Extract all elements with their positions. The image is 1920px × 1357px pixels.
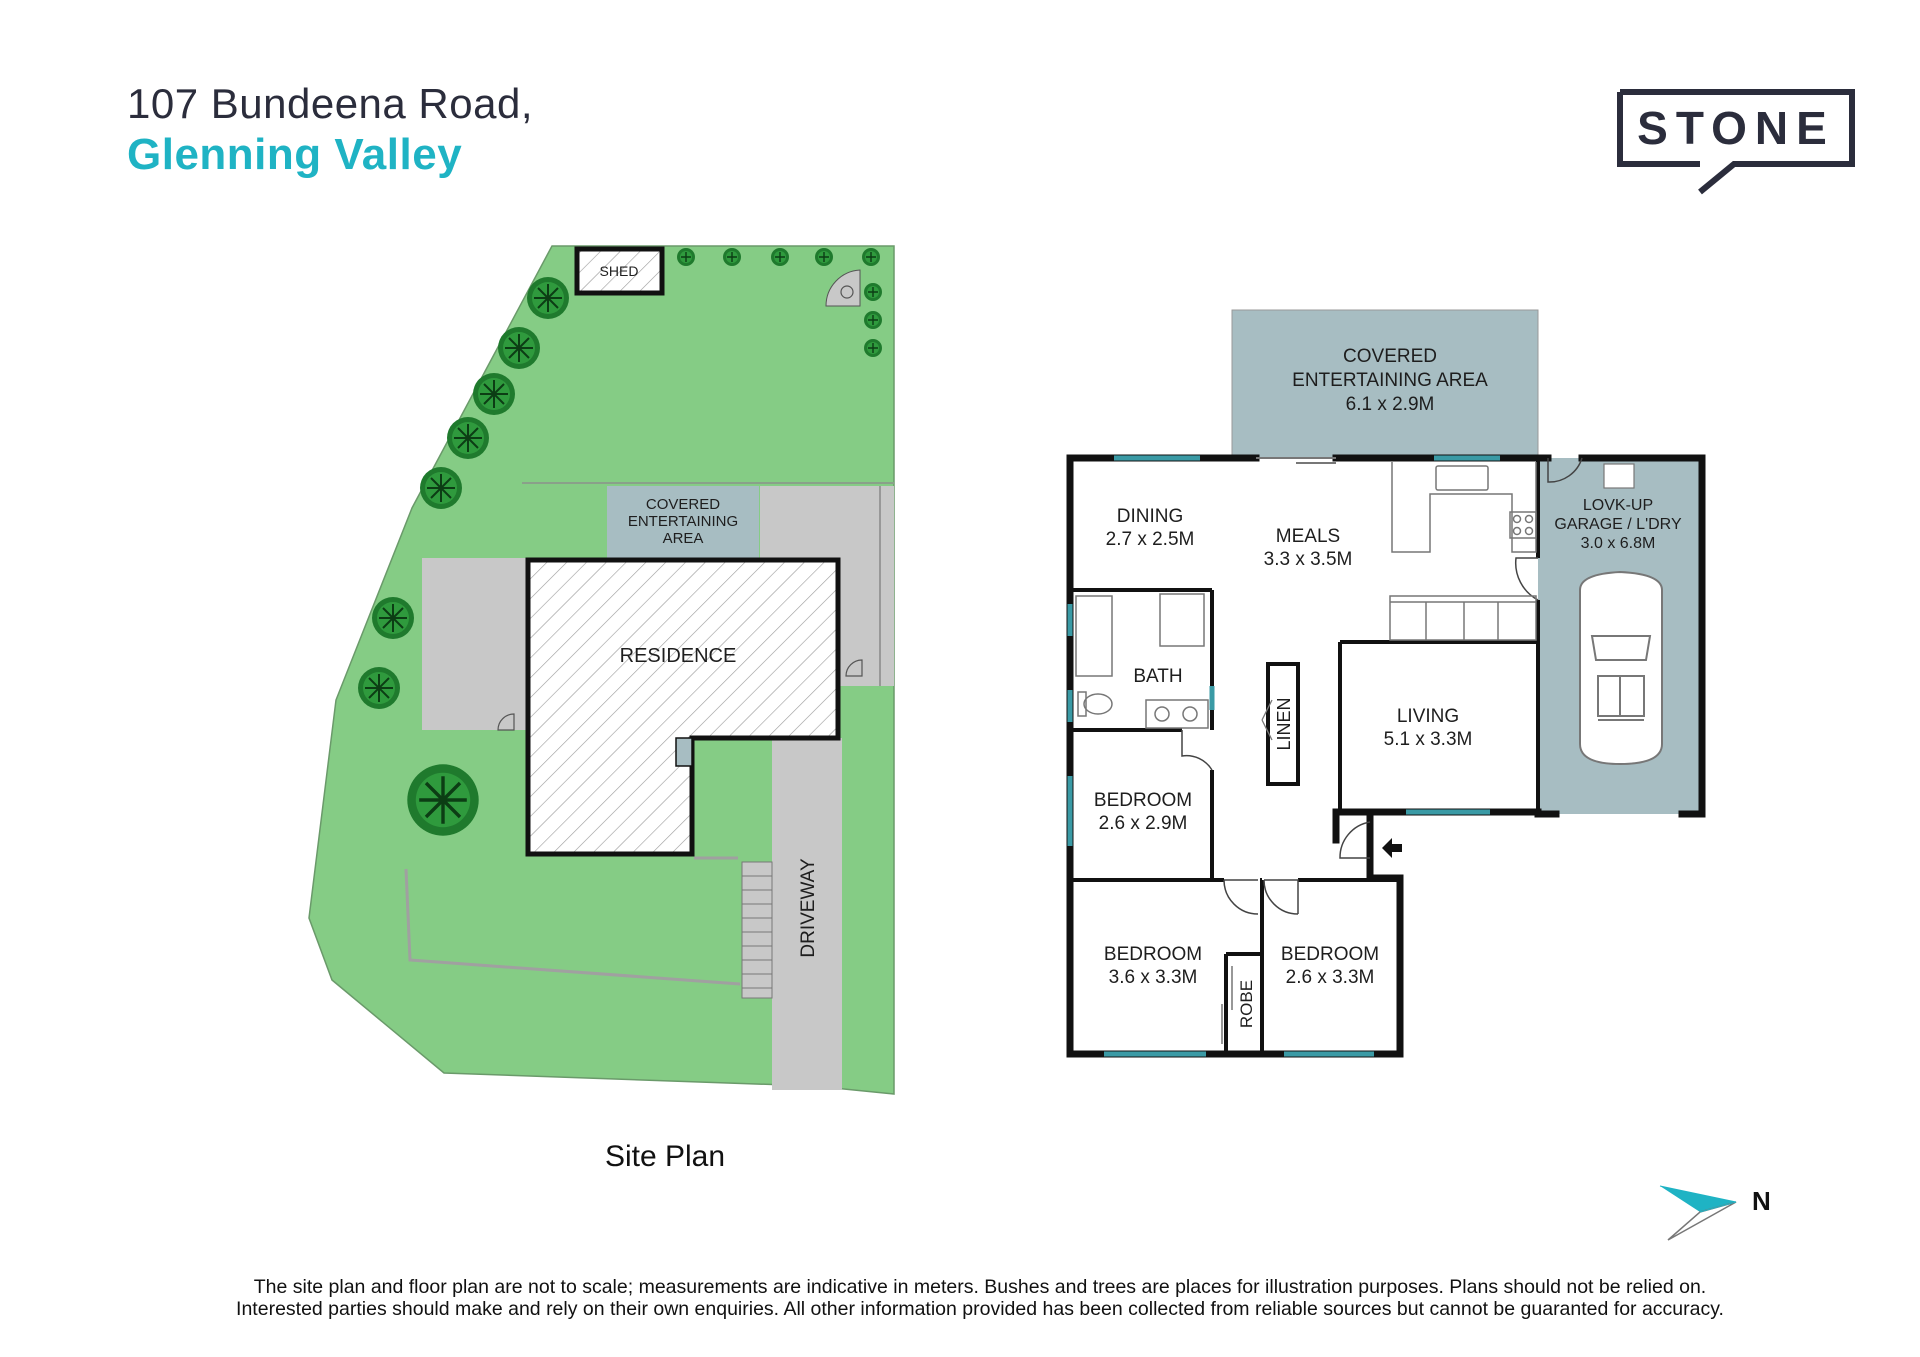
fp-living-size: 5.1 x 3.3M	[1384, 729, 1473, 750]
fp-bedroom-b-name: BEDROOM	[1104, 944, 1202, 965]
fp-covered-size: 6.1 x 2.9M	[1346, 394, 1435, 415]
site-driveway-label: DRIVEWAY	[798, 858, 819, 958]
fp-garage-label-1: LOVK-UP	[1583, 497, 1653, 514]
compass-label: N	[1752, 1186, 1771, 1216]
site-covered-label-2: ENTERTAINING	[628, 513, 738, 530]
fp-garage-label-2: GARAGE / L'DRY	[1554, 516, 1682, 533]
fp-covered-label-1: COVERED	[1343, 346, 1437, 367]
site-shed-label: SHED	[600, 263, 639, 279]
fp-bedroom-c-size: 2.6 x 3.3M	[1286, 967, 1375, 988]
fp-linen-name: LINEN	[1274, 697, 1294, 750]
fp-covered-area	[1231, 309, 1539, 459]
fp-dining-name: DINING	[1117, 506, 1184, 527]
disclaimer-line-1: The site plan and floor plan are not to …	[253, 1276, 1707, 1298]
fp-doors	[1181, 457, 1583, 915]
address-street: 107 Bundeena Road,	[127, 80, 534, 127]
fp-kitchen	[1389, 462, 1537, 641]
fp-dining-size: 2.7 x 2.5M	[1106, 529, 1195, 550]
car-icon	[1579, 570, 1663, 766]
site-covered-label-3: AREA	[663, 530, 704, 547]
floor-plan: COVERED ENTERTAINING AREA 6.1 x 2.9M DIN…	[1066, 309, 1706, 1058]
site-residence-label: RESIDENCE	[620, 645, 737, 667]
fp-bedroom-a-size: 2.6 x 2.9M	[1099, 813, 1188, 834]
fp-bedroom-c-name: BEDROOM	[1281, 944, 1379, 965]
fp-garage-size: 3.0 x 6.8M	[1581, 535, 1656, 552]
fp-meals-name: MEALS	[1276, 526, 1340, 547]
site-covered-area	[607, 486, 759, 558]
logo-text: STONE	[1637, 102, 1835, 154]
fp-living-name: LIVING	[1397, 706, 1459, 727]
site-plan-caption: Site Plan	[604, 1140, 726, 1173]
disclaimer: The site plan and floor plan are not to …	[60, 1276, 1900, 1320]
fp-meals-size: 3.3 x 3.5M	[1264, 549, 1353, 570]
address-suburb: Glenning Valley	[127, 130, 463, 179]
site-paving-left	[422, 558, 528, 730]
site-driveway	[772, 738, 842, 1090]
fp-windows	[1067, 455, 1500, 1057]
fp-entry-arrow	[1382, 838, 1402, 858]
site-plan: SHED COVERED ENTERTAINING AREA RESIDENCE…	[308, 245, 895, 1095]
fp-robe-name: ROBE	[1237, 980, 1256, 1028]
north-compass-icon: N	[1659, 1185, 1771, 1241]
fp-linen	[1266, 662, 1300, 786]
fp-bath-name: BATH	[1133, 666, 1182, 687]
fp-bath-fixtures	[1075, 593, 1209, 729]
site-steps	[741, 861, 773, 999]
disclaimer-line-2: Interested parties should make and rely …	[236, 1298, 1724, 1320]
fp-bedroom-b-size: 3.6 x 3.3M	[1109, 967, 1198, 988]
fp-covered-label-2: ENTERTAINING AREA	[1292, 370, 1488, 391]
site-shed	[574, 246, 665, 296]
fp-bedroom-a-name: BEDROOM	[1094, 790, 1192, 811]
stone-logo: STONE	[1617, 89, 1855, 195]
site-covered-label-1: COVERED	[646, 496, 720, 513]
